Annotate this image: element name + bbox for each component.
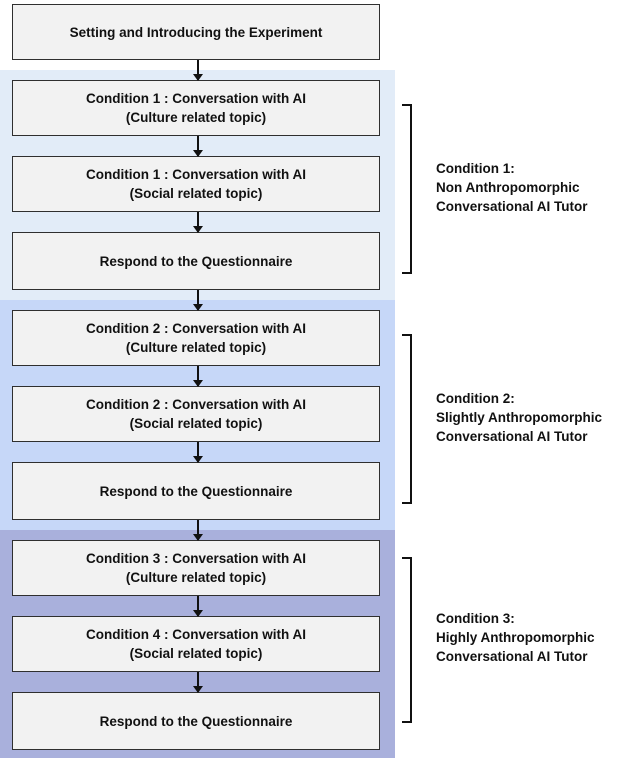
step-title: Respond to the Questionnaire <box>99 483 293 499</box>
step-title: Condition 3 : Conversation with AI <box>86 551 306 566</box>
condition-label-line: Non Anthropomorphic <box>436 180 580 195</box>
step-topic: (Social related topic) <box>129 646 263 661</box>
intro-box: Setting and Introducing the Experiment <box>12 4 380 60</box>
flow-arrow <box>193 596 203 617</box>
condition-2-bracket <box>402 334 412 504</box>
step-box: Condition 2 : Conversation with AI (Soci… <box>12 386 380 442</box>
step-topic: (Culture related topic) <box>125 110 267 125</box>
flow-arrow <box>193 672 203 693</box>
condition-3-bracket <box>402 557 412 723</box>
condition-2-label: Condition 2: Slightly Anthropomorphic Co… <box>436 389 602 446</box>
intro-text: Setting and Introducing the Experiment <box>69 24 323 40</box>
condition-1-bracket <box>402 104 412 274</box>
flow-arrow <box>193 60 203 81</box>
step-box: Condition 2 : Conversation with AI (Cult… <box>12 310 380 366</box>
step-box: Condition 4 : Conversation with AI (Soci… <box>12 616 380 672</box>
condition-label-line: Highly Anthropomorphic <box>436 630 595 645</box>
step-topic: (Social related topic) <box>129 186 263 201</box>
flow-arrow <box>193 366 203 387</box>
condition-3-label: Condition 3: Highly Anthropomorphic Conv… <box>436 609 595 666</box>
step-topic: (Culture related topic) <box>125 340 267 355</box>
flow-arrow <box>193 520 203 541</box>
flow-arrow <box>193 136 203 157</box>
step-title: Condition 1 : Conversation with AI <box>86 91 306 106</box>
step-title: Condition 2 : Conversation with AI <box>86 397 306 412</box>
step-topic: (Social related topic) <box>129 416 263 431</box>
condition-label-title: Condition 1: <box>436 161 515 176</box>
condition-label-title: Condition 3: <box>436 611 515 626</box>
step-title: Respond to the Questionnaire <box>99 713 293 729</box>
questionnaire-box: Respond to the Questionnaire <box>12 692 380 750</box>
condition-1-label: Condition 1: Non Anthropomorphic Convers… <box>436 159 588 216</box>
step-title: Condition 2 : Conversation with AI <box>86 321 306 336</box>
flow-arrow <box>193 290 203 311</box>
questionnaire-box: Respond to the Questionnaire <box>12 462 380 520</box>
step-box: Condition 3 : Conversation with AI (Cult… <box>12 540 380 596</box>
step-box: Condition 1 : Conversation with AI (Soci… <box>12 156 380 212</box>
step-title: Condition 1 : Conversation with AI <box>86 167 306 182</box>
flow-arrow <box>193 442 203 463</box>
questionnaire-box: Respond to the Questionnaire <box>12 232 380 290</box>
flow-arrow <box>193 212 203 233</box>
condition-label-line: Conversational AI Tutor <box>436 199 588 214</box>
condition-label-line: Conversational AI Tutor <box>436 649 588 664</box>
step-title: Respond to the Questionnaire <box>99 253 293 269</box>
condition-label-title: Condition 2: <box>436 391 515 406</box>
condition-label-line: Slightly Anthropomorphic <box>436 410 602 425</box>
condition-label-line: Conversational AI Tutor <box>436 429 588 444</box>
step-title: Condition 4 : Conversation with AI <box>86 627 306 642</box>
step-topic: (Culture related topic) <box>125 570 267 585</box>
step-box: Condition 1 : Conversation with AI (Cult… <box>12 80 380 136</box>
